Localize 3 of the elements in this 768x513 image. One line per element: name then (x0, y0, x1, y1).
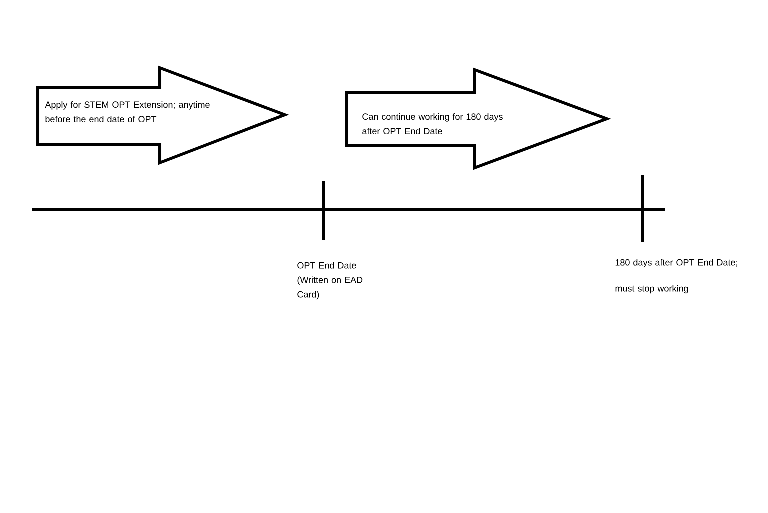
date-label: OPT End Date (Written on EAD Card) (298, 262, 363, 300)
date-label: must stop working (616, 285, 688, 294)
date-label: 180 days after OPT End Date; (616, 259, 738, 268)
